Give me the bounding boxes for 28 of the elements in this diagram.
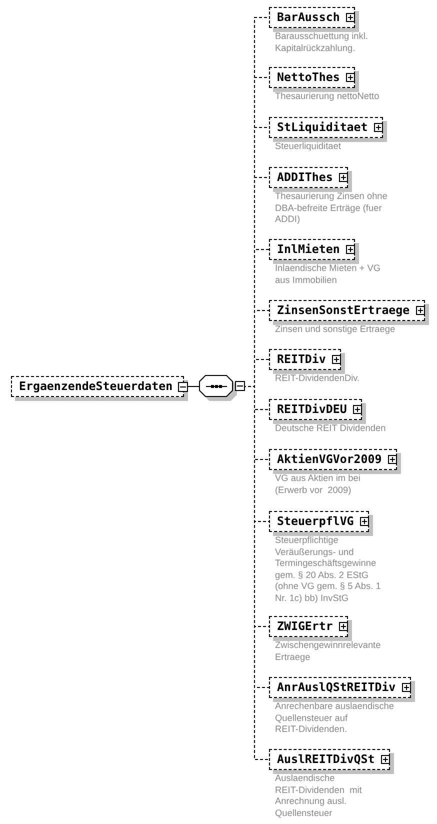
description-text: Inlaendische Mieten + VG aus Immobilien — [275, 263, 382, 286]
element-name: ZWIGErtr — [277, 618, 333, 635]
element-name: StLiquiditaet — [277, 119, 368, 136]
description-text: Zinsen und sonstige Ertraege — [275, 324, 396, 336]
description-text: Barausschuettung inkl. Kapitalrückzahlung. — [275, 31, 369, 54]
description-text: REIT-DividendenDiv. — [275, 373, 361, 384]
description-text: Auslaendische REIT-Dividenden mit Anrechnung ausl. Quellensteuer — [275, 773, 363, 819]
element-name: REITDivDEU — [277, 401, 347, 418]
element-name: BarAussch — [277, 9, 340, 26]
element-name: AktienVGVor2009 — [277, 451, 382, 468]
description-text: Thesaurierung Zinsen ohne DBA-befreite Erträge (fuer ADDI) — [275, 191, 388, 226]
description-text: Steuerliquiditaet — [275, 141, 342, 152]
element-name: AuslREITDivQSt — [277, 751, 375, 768]
description-text: Deutsche REIT Dividenden — [275, 423, 387, 434]
element-name: SteuerpflVG — [277, 513, 354, 530]
sequence-compositor — [199, 375, 245, 397]
element-name: AnrAuslQStREITDiv — [277, 679, 396, 696]
description-text: VG aus Aktien im bei (Erwerb vor 2009) — [275, 473, 362, 496]
element-name: InlMieten — [277, 241, 340, 258]
element-name: ADDIThes — [277, 169, 333, 186]
description-text: Zwischengewinnrelevante Ertraege — [275, 640, 382, 663]
element-name: NettoThes — [277, 69, 340, 86]
element-name: REITDiv — [277, 351, 326, 368]
element-name: ZinsenSonstErtraege — [277, 302, 410, 319]
description-text: Anrechenbare auslaendische Quellensteuer auf REIT-Dividenden. — [275, 701, 395, 736]
description-text: Steuerpflichtige Veräußerungs- und Termingeschäftsgewinne gem. § 20 Abs. 2 EStG (ohne VG gem. § 5 Abs. 1 Nr. 1c) bb) InvStG — [275, 535, 382, 604]
element-name: ErgaenzendeSteuerdaten — [19, 378, 173, 395]
description-text: Thesaurierung nettoNetto — [275, 91, 380, 102]
